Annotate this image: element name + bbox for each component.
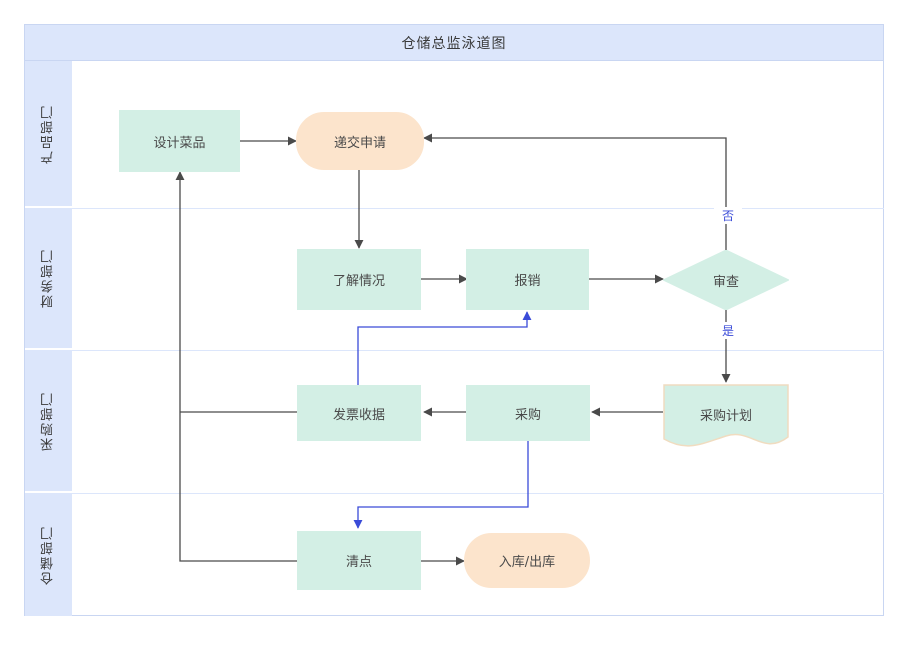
node-label: 审查 [712, 274, 739, 290]
lane-header-finance[interactable]: 财务部门 [25, 208, 72, 350]
node-label: 递交申请 [333, 135, 386, 151]
lane-label-column: 产品部门 财务部门 采购部门 仓储部门 [25, 61, 72, 616]
node-in-out-storage[interactable]: 入库/出库 [464, 533, 590, 588]
diamond-shape-icon [663, 250, 789, 310]
node-label: 了解情况 [332, 274, 385, 289]
node-label: 报销 [514, 274, 541, 289]
lane-divider-2 [72, 350, 884, 351]
node-label: 采购计划 [699, 408, 752, 424]
lane-label-text: 采购部门 [41, 390, 56, 451]
document-shape-icon [663, 384, 789, 447]
lane-label-text: 产品部门 [41, 103, 56, 164]
edge-label-yes: 是 [714, 322, 742, 339]
node-purchase-plan[interactable]: 采购计划 [663, 384, 789, 450]
node-reimburse[interactable]: 报销 [466, 249, 589, 310]
node-design-dish[interactable]: 设计菜品 [119, 110, 240, 172]
node-invoice-receipt[interactable]: 发票收据 [297, 385, 421, 441]
lane-header-storage[interactable]: 仓储部门 [25, 493, 72, 616]
node-label: 采购 [514, 407, 541, 423]
node-purchase[interactable]: 采购 [466, 385, 590, 441]
node-understand-situation[interactable]: 了解情况 [297, 249, 421, 310]
lane-header-product[interactable]: 产品部门 [25, 61, 72, 208]
lane-label-text: 仓储部门 [41, 524, 56, 585]
lane-header-purchase[interactable]: 采购部门 [25, 350, 72, 493]
node-count-check[interactable]: 清点 [297, 531, 421, 590]
node-submit-request[interactable]: 递交申请 [296, 112, 424, 170]
edge-label-no: 否 [714, 207, 742, 224]
node-label: 入库/出库 [498, 555, 556, 570]
node-label: 发票收据 [332, 407, 385, 423]
lane-label-text: 财务部门 [41, 248, 56, 308]
diagram-title-bar: 仓储总监泳道图 [25, 25, 883, 61]
node-label: 清点 [345, 555, 372, 570]
node-review-decision[interactable]: 审查 [663, 250, 789, 310]
lane-divider-3 [72, 493, 884, 494]
lane-divider-1 [72, 208, 884, 209]
page-title: 仓储总监泳道图 [401, 35, 507, 52]
node-label: 设计菜品 [153, 135, 206, 151]
